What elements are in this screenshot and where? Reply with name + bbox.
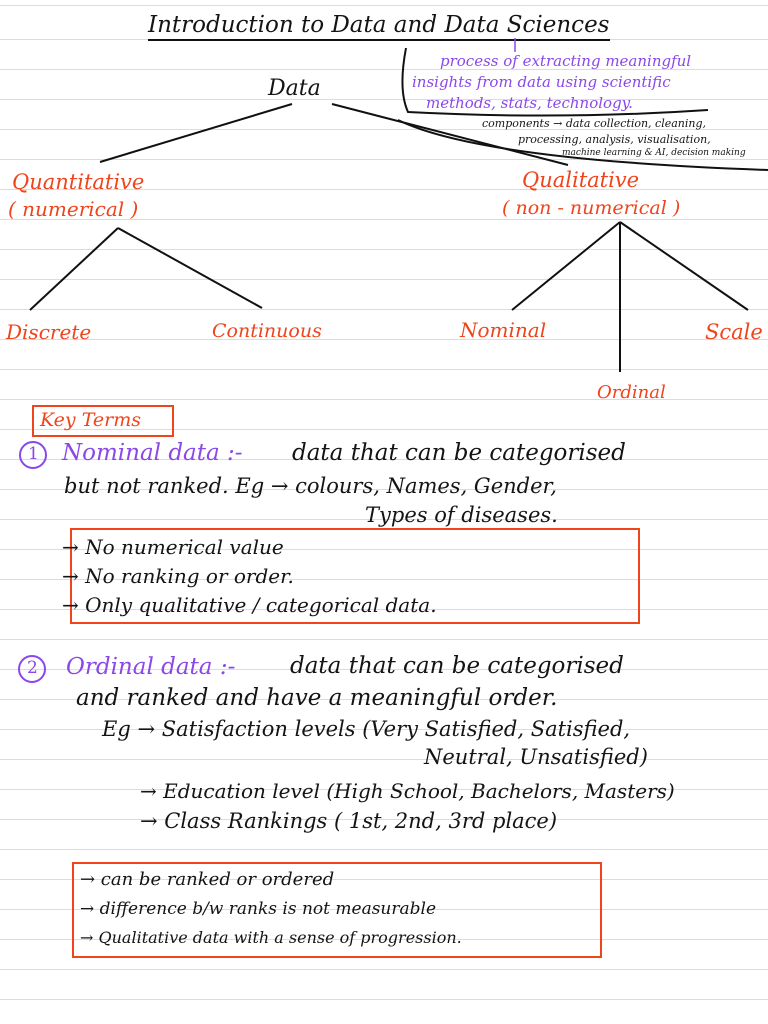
discrete-label: Discrete <box>6 320 92 344</box>
qualitative-sub: ( non - numerical ) <box>502 197 681 219</box>
nominal-def-1: data that can be categorised <box>292 440 626 466</box>
definition-line-1: process of extracting meaningful <box>440 52 692 70</box>
ordinal-point-2: → difference b/w ranks is not measurable <box>80 899 437 919</box>
ordinal-def-1: data that can be categorised <box>290 653 624 679</box>
nominal-number: 1 <box>28 444 39 464</box>
nominal-point-2: → No ranking or order. <box>62 564 294 588</box>
nominal-def-3: Types of diseases. <box>365 503 558 527</box>
qual-left-branch <box>511 221 621 311</box>
quantitative-label: Quantitative <box>12 170 145 194</box>
ordinal-title: Ordinal data :- <box>66 654 236 680</box>
continuous-label: Continuous <box>212 320 322 342</box>
ordinal-def-2: and ranked and have a meaningful order. <box>76 685 558 711</box>
quant-left-branch <box>29 227 119 311</box>
ordinal-example-4: → Class Rankings ( 1st, 2nd, 3rd place) <box>140 809 558 833</box>
nominal-label: Nominal <box>460 318 547 342</box>
definition-line-3: methods, stats, technology. <box>426 94 633 112</box>
ordinal-number-circle <box>18 655 46 683</box>
nominal-points-box <box>70 528 640 624</box>
quant-right-branch <box>117 227 263 309</box>
tree-root: Data <box>268 76 321 101</box>
ordinal-example-3: → Education level (High School, Bachelor… <box>140 779 675 803</box>
ordinal-label: Ordinal <box>597 382 666 403</box>
nominal-point-1: → No numerical value <box>62 535 284 559</box>
ordinal-points-box <box>72 862 602 958</box>
definition-bracket <box>401 47 709 117</box>
page-title: Introduction to Data and Data Sciences <box>148 12 610 38</box>
ordinal-example-1: Eg → Satisfaction levels (Very Satisfied… <box>102 717 631 741</box>
nominal-number-circle <box>19 441 47 469</box>
quantitative-sub: ( numerical ) <box>8 197 139 221</box>
scale-label: Scale <box>705 320 763 344</box>
definition-line-2: insights from data using scientific <box>412 73 671 91</box>
components-bracket <box>397 119 768 171</box>
components-line-1: components → data collection, cleaning, <box>482 117 707 130</box>
ordinal-example-2: Neutral, Unsatisfied) <box>424 745 648 769</box>
components-line-3: machine learning & AI, decision making <box>562 148 746 158</box>
key-terms-box <box>32 405 174 437</box>
ordinal-number: 2 <box>27 658 38 678</box>
nominal-def-2: but not ranked. Eg → colours, Names, Gen… <box>64 474 557 498</box>
root-left-branch <box>99 103 293 163</box>
qual-right-branch <box>619 221 749 311</box>
nominal-point-3: → Only qualitative / categorical data. <box>62 593 437 617</box>
nominal-title: Nominal data :- <box>62 440 243 466</box>
key-terms-heading: Key Terms <box>40 409 141 431</box>
root-right-branch <box>331 103 569 166</box>
qualitative-label: Qualitative <box>522 168 640 192</box>
ordinal-point-3: → Qualitative data with a sense of progr… <box>80 928 462 947</box>
components-line-2: processing, analysis, visualisation, <box>518 133 711 146</box>
ordinal-point-1: → can be ranked or ordered <box>80 869 335 890</box>
